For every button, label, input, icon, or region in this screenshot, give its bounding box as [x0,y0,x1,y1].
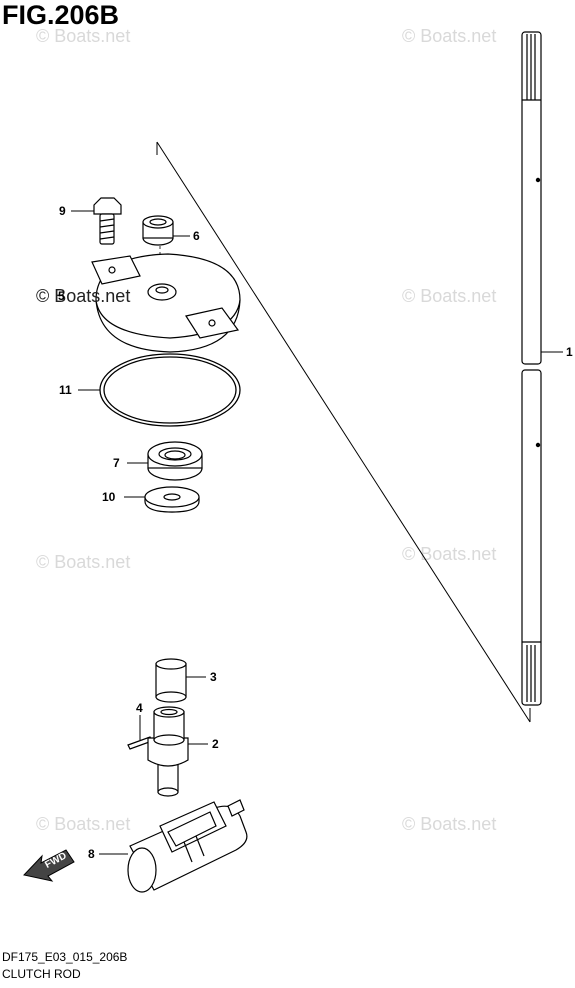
oil-seal-part-7 [147,441,203,481]
clutch-shaft-part-2 [147,706,189,797]
callout-1: 1 [566,345,573,359]
callout-9: 9 [59,204,66,218]
watermark-text: © Boats.net [402,814,496,834]
watermark-text: © Boats.net [36,814,130,834]
callout-5: 5 [58,289,65,303]
callout-11: 11 [59,383,72,397]
clutch-dog-part-8 [127,799,248,893]
watermarks: © Boats.net © Boats.net © Boats.net © Bo… [36,26,496,834]
fwd-arrow-icon: FWD [23,849,75,882]
clutch-rod-part-1 [521,31,542,706]
sleeve-part-3 [155,658,187,703]
callout-4: 4 [136,701,143,715]
watermark-text: © Boats.net [402,26,496,46]
watermark-text: © Boats.net [36,286,130,306]
figure-code: DF175_E03_015_206B [2,950,128,964]
watermark-text: © Boats.net [402,286,496,306]
callout-2: 2 [212,737,219,751]
cover-plate-part-5 [91,253,241,353]
figure-title: FIG.206B [2,0,120,30]
figure-name: CLUTCH ROD [2,967,81,981]
callout-10: 10 [102,490,116,504]
callout-3: 3 [210,670,217,684]
washer-part-10 [144,486,200,513]
callout-8: 8 [88,847,95,861]
watermark-text: © Boats.net [36,552,130,572]
callout-6: 6 [193,229,200,243]
watermark-text: © Boats.net [402,544,496,564]
bushing-part-6 [142,215,174,246]
bolt-part-9 [93,197,122,245]
callout-7: 7 [113,456,120,470]
projection-line [156,141,531,723]
watermark-text: © Boats.net [36,26,130,46]
o-ring-part-11 [99,353,241,427]
